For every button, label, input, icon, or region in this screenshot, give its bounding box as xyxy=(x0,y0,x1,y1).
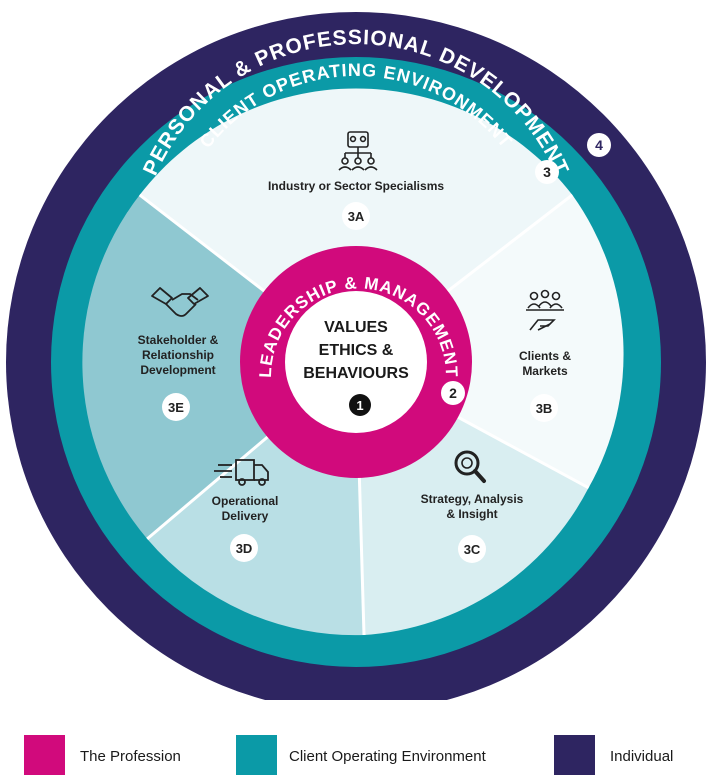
legend-swatch-profession xyxy=(24,735,65,775)
segment-3b-content: Clients & Markets 3B xyxy=(519,289,571,422)
svg-text:1: 1 xyxy=(356,398,363,413)
segment-3c-code: 3C xyxy=(464,542,481,557)
core-line-ethics: ETHICS & xyxy=(319,342,394,359)
segment-3d-label-2: Delivery xyxy=(222,509,269,523)
legend: The Profession Client Operating Environm… xyxy=(0,700,711,775)
segment-3e-code: 3E xyxy=(168,400,184,415)
segment-3b-code: 3B xyxy=(536,401,553,416)
legend-label-client-env: Client Operating Environment xyxy=(289,748,486,765)
badge-3: 3 xyxy=(535,160,559,184)
svg-text:2: 2 xyxy=(449,385,457,401)
delivery-truck-icon xyxy=(214,459,269,486)
segment-3c-label-1: Strategy, Analysis xyxy=(421,492,524,506)
segment-3e-content: Stakeholder & Relationship Development 3… xyxy=(138,287,219,421)
legend-swatch-individual xyxy=(554,735,595,775)
badge-1: 1 xyxy=(349,394,371,416)
badge-4: 4 xyxy=(587,133,611,157)
core-circle xyxy=(285,291,427,433)
people-hand-icon xyxy=(526,289,564,331)
segment-3c-content: Strategy, Analysis & Insight 3C xyxy=(421,450,524,563)
core-line-behaviours: BEHAVIOURS xyxy=(303,365,409,382)
svg-text:3: 3 xyxy=(543,164,551,180)
segment-3d-code: 3D xyxy=(236,541,253,556)
legend-label-profession: The Profession xyxy=(80,748,181,765)
segment-3b-label-1: Clients & xyxy=(519,349,571,363)
badge-2: 2 xyxy=(441,381,465,405)
legend-swatch-client-env xyxy=(236,735,277,775)
segment-3b-label-2: Markets xyxy=(522,364,568,378)
segment-3e[interactable] xyxy=(82,194,356,539)
core-line-values: VALUES xyxy=(324,319,388,336)
magnifier-chart-icon xyxy=(454,450,486,483)
handshake-icon xyxy=(151,287,209,317)
segment-3a-label: Industry or Sector Specialisms xyxy=(268,179,444,193)
legend-label-individual: Individual xyxy=(610,748,674,765)
segment-3d-label-1: Operational xyxy=(212,494,279,508)
segment-3b[interactable] xyxy=(356,194,624,488)
segment-3e-label-1: Stakeholder & xyxy=(138,333,219,347)
segment-3d-content: Operational Delivery 3D xyxy=(212,459,279,562)
segment-3c-label-2: & Insight xyxy=(446,507,497,521)
segment-3e-label-3: Development xyxy=(140,363,215,377)
gears-network-icon xyxy=(338,131,378,171)
segment-3a-content: Industry or Sector Specialisms 3A xyxy=(268,131,444,230)
svg-text:4: 4 xyxy=(595,137,603,153)
segment-3a-code: 3A xyxy=(348,209,365,224)
competency-wheel-diagram: PERSONAL & PROFESSIONAL DEVELOPMENT CLIE… xyxy=(6,12,706,700)
segment-3e-label-2: Relationship xyxy=(142,348,214,362)
core-text: VALUES ETHICS & BEHAVIOURS xyxy=(303,319,409,382)
